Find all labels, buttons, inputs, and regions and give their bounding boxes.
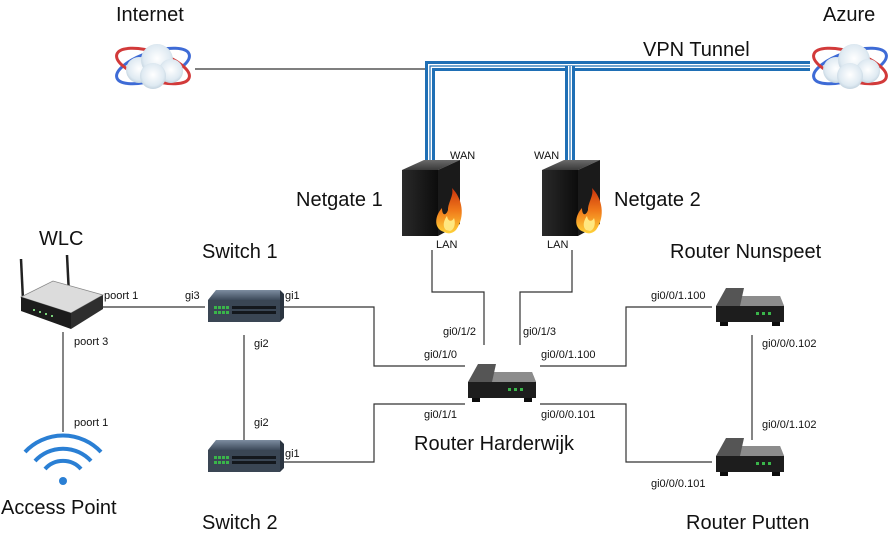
- link-switch1-harderwijk: [282, 306, 465, 367]
- port-sw2-gi1: gi1: [285, 448, 300, 460]
- label-internet: Internet: [116, 4, 184, 26]
- router-icon: [468, 364, 536, 402]
- port-sw1-gi3: gi3: [185, 290, 200, 302]
- port-rh-gi012: gi0/1/2: [443, 326, 476, 338]
- label-access-point: Access Point: [1, 497, 117, 519]
- port-rh-gi013: gi0/1/3: [523, 326, 556, 338]
- port-wlc-poort3: poort 3: [74, 336, 108, 348]
- port-rp-gi000101: gi0/0/0.101: [651, 478, 705, 490]
- cloud-icon: [808, 39, 892, 93]
- wireless-router-icon: [19, 254, 105, 329]
- port-rh-gi010: gi0/1/0: [424, 349, 457, 361]
- port-rh-gi011: gi0/1/1: [424, 409, 457, 421]
- port-sw2-gi2: gi2: [254, 417, 269, 429]
- port-rn-gi001100: gi0/0/1.100: [651, 290, 705, 302]
- label-vpn-tunnel: VPN Tunnel: [643, 39, 750, 61]
- label-router-harderwijk: Router Harderwijk: [414, 433, 575, 455]
- label-netgate2: Netgate 2: [614, 189, 701, 211]
- switch-icon: [208, 290, 284, 322]
- link-netgate2-harderwijk: [519, 250, 573, 345]
- port-ap-poort1: poort 1: [74, 417, 108, 429]
- port-rn-gi000102: gi0/0/0.102: [762, 338, 816, 350]
- wifi-icon: [23, 433, 103, 485]
- label-wlc: WLC: [39, 228, 83, 250]
- wires: [62, 61, 810, 463]
- port-ng2-wan: WAN: [534, 150, 559, 162]
- label-router-putten: Router Putten: [686, 512, 809, 534]
- link-harderwijk-nunspeet: [540, 306, 712, 367]
- link-netgate1-harderwijk: [431, 250, 485, 345]
- link-switch2-harderwijk: [282, 403, 465, 463]
- router-icon: [716, 288, 784, 326]
- label-netgate1: Netgate 1: [296, 189, 383, 211]
- port-sw1-gi2: gi2: [254, 338, 269, 350]
- port-rp-gi001102: gi0/0/1.102: [762, 419, 816, 431]
- switch-icon: [208, 440, 284, 472]
- router-icon: [716, 438, 784, 476]
- label-azure: Azure: [823, 4, 875, 26]
- port-ng1-wan: WAN: [450, 150, 475, 162]
- port-ng2-lan: LAN: [547, 239, 568, 251]
- port-rh-gi000101: gi0/0/0.101: [541, 409, 595, 421]
- label-switch2: Switch 2: [202, 512, 278, 534]
- firewall-icon: [542, 160, 602, 236]
- link-harderwijk-putten: [540, 403, 712, 463]
- port-ng1-lan: LAN: [436, 239, 457, 251]
- port-wlc-poort1: poort 1: [104, 290, 138, 302]
- label-switch1: Switch 1: [202, 241, 278, 263]
- vpn-tunnel: [425, 61, 810, 160]
- firewall-icon: [402, 160, 462, 236]
- cloud-icon: [111, 39, 195, 93]
- port-sw1-gi1: gi1: [285, 290, 300, 302]
- label-router-nunspeet: Router Nunspeet: [670, 241, 822, 263]
- port-rh-gi001100: gi0/0/1.100: [541, 349, 595, 361]
